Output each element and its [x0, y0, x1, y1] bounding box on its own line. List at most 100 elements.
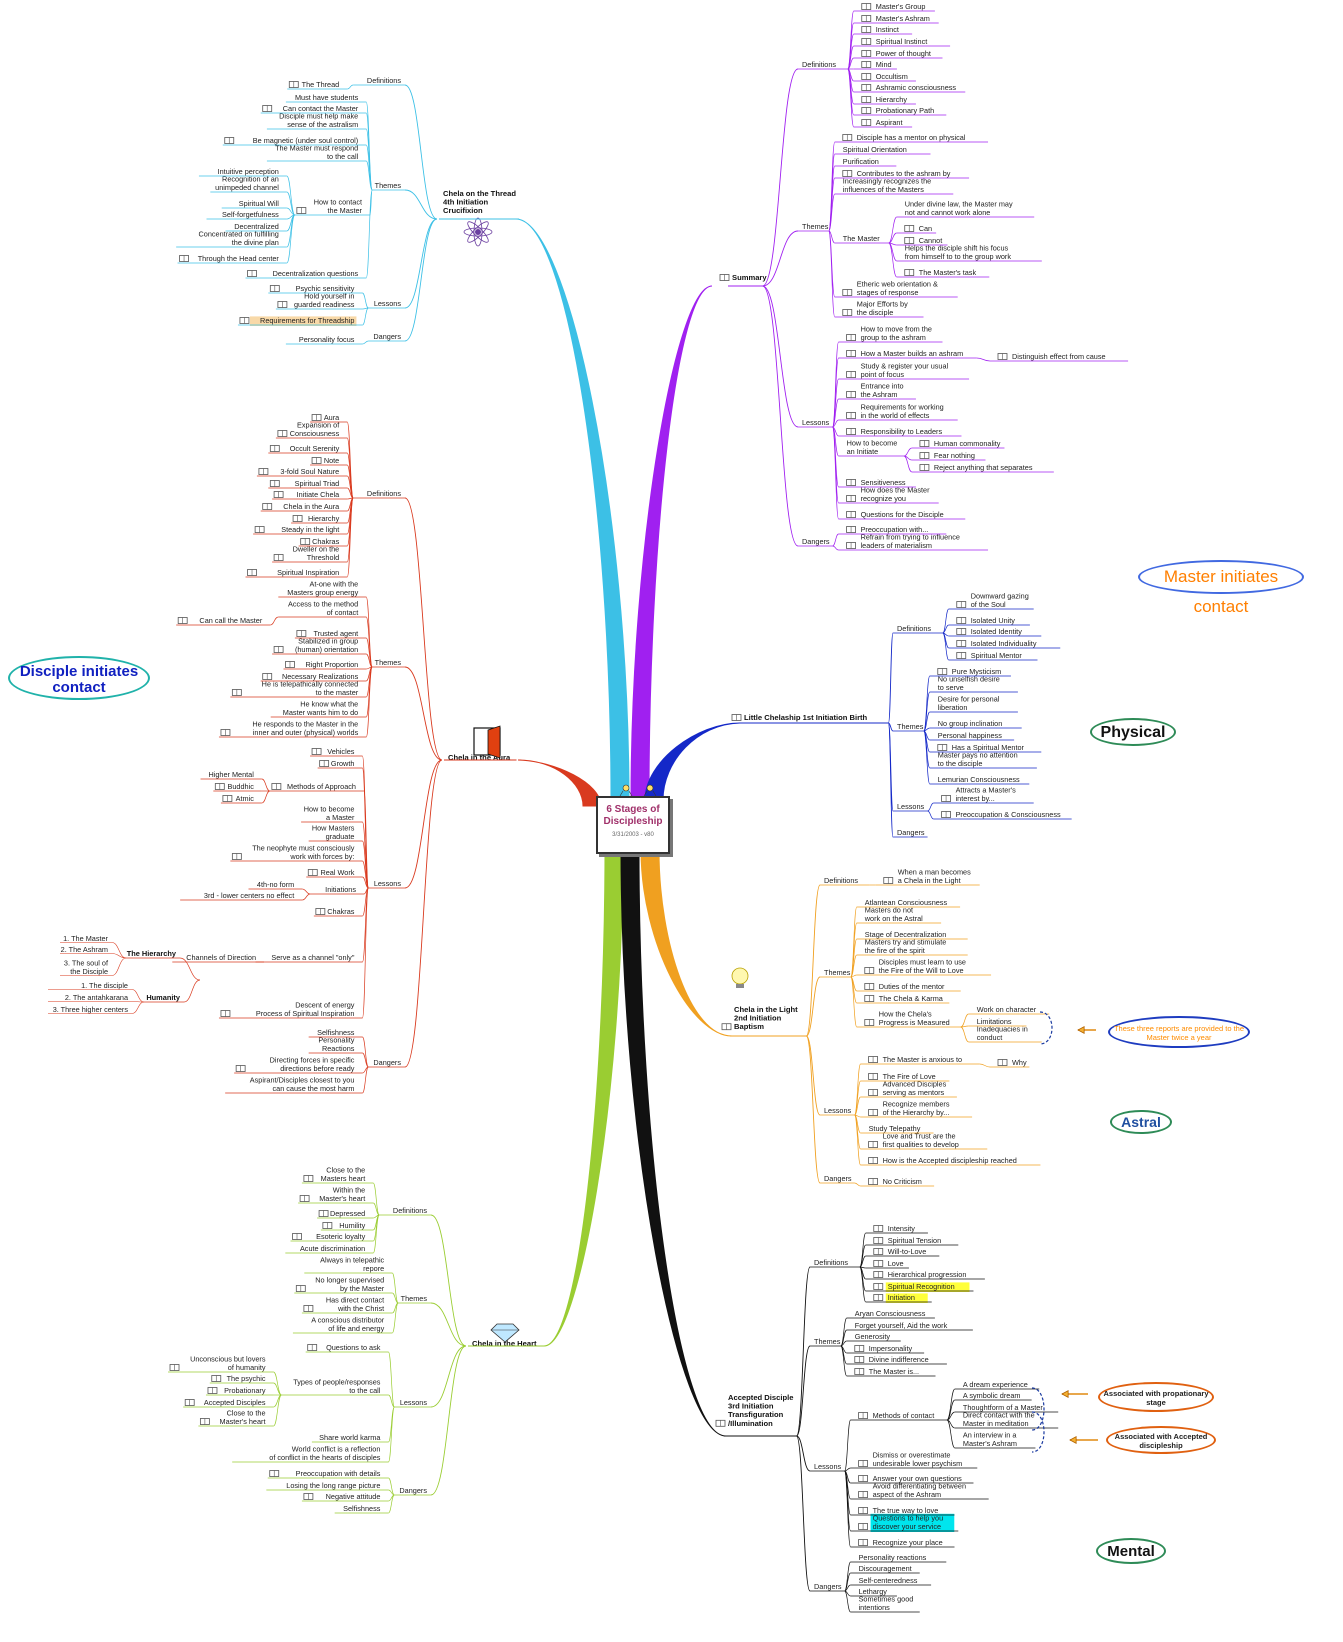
note-icon[interactable]: [861, 73, 872, 80]
topic-how-the-chela-s-progress-is-measured[interactable]: [856, 1019, 961, 1028]
note-icon[interactable]: [303, 1305, 314, 1312]
note-icon[interactable]: [842, 309, 853, 316]
note-icon[interactable]: [861, 96, 872, 103]
note-icon[interactable]: [861, 61, 872, 68]
topic-growth[interactable]: [317, 760, 363, 769]
topic-close-to-the-masters-heart[interactable]: [301, 1175, 374, 1184]
topic-duties-of-the-mentor[interactable]: [856, 983, 961, 992]
central-topic[interactable]: 6 Stages of Discipleship 3/31/2003 - v80: [596, 796, 670, 854]
note-icon[interactable]: [269, 445, 280, 452]
topic-avoid-differentiating-between-aspect-of-[interactable]: [850, 1491, 989, 1500]
note-icon[interactable]: [864, 995, 875, 1002]
topic-sensitiveness[interactable]: [838, 479, 916, 488]
topic-probationary[interactable]: [205, 1387, 274, 1396]
topic-negative-attitude[interactable]: [301, 1493, 389, 1502]
topic-esoteric-loyalty[interactable]: [290, 1233, 374, 1242]
note-icon[interactable]: [231, 853, 242, 860]
topic-major-efforts-by-the-disciple[interactable]: [834, 309, 924, 318]
note-icon[interactable]: [262, 673, 273, 680]
topic-initiate-chela[interactable]: [272, 491, 348, 500]
topic-depressed[interactable]: [317, 1210, 374, 1219]
note-icon[interactable]: [715, 1419, 726, 1427]
note-icon[interactable]: [861, 107, 872, 114]
note-icon[interactable]: [846, 495, 856, 502]
note-icon[interactable]: [861, 38, 872, 45]
note-icon[interactable]: [269, 1470, 280, 1477]
topic-reject-anything-that-separates[interactable]: [911, 464, 1054, 473]
topic-the-fire-of-love[interactable]: [860, 1073, 950, 1082]
topic-why[interactable]: [990, 1059, 1030, 1068]
note-icon[interactable]: [858, 1475, 868, 1482]
note-icon[interactable]: [846, 511, 856, 518]
topic-directing-forces-in-specific-directions-[interactable]: [234, 1065, 363, 1074]
note-icon[interactable]: [231, 689, 242, 696]
note-icon[interactable]: [846, 371, 856, 378]
note-icon[interactable]: [868, 1157, 878, 1164]
topic-answer-your-own-questions[interactable]: [850, 1475, 974, 1484]
note-icon[interactable]: [269, 285, 280, 292]
note-icon[interactable]: [846, 542, 856, 549]
topic-the-master-is-anxious-to[interactable]: [860, 1056, 980, 1065]
note-icon[interactable]: [296, 207, 307, 214]
topic-preoccupation-consciousness[interactable]: [933, 811, 1072, 820]
note-icon[interactable]: [868, 1109, 878, 1116]
note-icon[interactable]: [731, 714, 742, 721]
topic-recognize-members-of-the-hierarchy-by[interactable]: [860, 1109, 973, 1118]
note-icon[interactable]: [303, 1493, 314, 1500]
topic-intensity[interactable]: [865, 1225, 928, 1234]
topic-isolated-individuality[interactable]: [948, 640, 1061, 649]
note-icon[interactable]: [858, 1460, 868, 1467]
note-icon[interactable]: [719, 274, 730, 281]
note-icon[interactable]: [254, 526, 265, 533]
topic-vehicles[interactable]: [310, 748, 363, 757]
topic-refrain-from-trying-to-influence-leaders[interactable]: [838, 542, 989, 551]
topic-trusted-agent[interactable]: [294, 630, 367, 639]
topic-chakras[interactable]: [313, 908, 363, 917]
topic-isolated-identity[interactable]: [948, 628, 1042, 637]
note-icon[interactable]: [864, 1019, 875, 1026]
note-icon[interactable]: [956, 601, 967, 608]
topic-hierarchy[interactable]: [291, 515, 348, 524]
topic-mind[interactable]: [853, 61, 897, 70]
topic-probationary-path[interactable]: [853, 107, 947, 116]
note-icon[interactable]: [858, 1491, 868, 1498]
topic-spiritual-triad[interactable]: [268, 480, 348, 489]
topic-how-is-the-accepted-discipleship-reached[interactable]: [860, 1157, 1041, 1166]
topic-spiritual-instinct[interactable]: [853, 38, 951, 47]
branch-title-heart[interactable]: Chela in the Heart: [472, 1339, 537, 1348]
topic-3-fold-soul-nature[interactable]: [256, 468, 348, 477]
note-icon[interactable]: [873, 1271, 884, 1278]
topic-how-to-move-from-the-group-to-the-ashram[interactable]: [838, 334, 943, 343]
topic-hierarchy[interactable]: [853, 96, 916, 105]
note-icon[interactable]: [846, 350, 856, 357]
topic-downward-gazing-of-the-soul[interactable]: [948, 601, 1034, 610]
topic-the-master-is[interactable]: [846, 1368, 936, 1377]
topic-has-direct-contact-with-the-christ[interactable]: [301, 1305, 393, 1314]
note-icon[interactable]: [184, 1399, 195, 1406]
topic-atmic[interactable]: [220, 795, 262, 804]
topic-master-s-group[interactable]: [853, 3, 935, 12]
topic-the-thread[interactable]: [287, 81, 348, 90]
note-icon[interactable]: [211, 1375, 222, 1382]
note-icon[interactable]: [247, 569, 257, 576]
note-icon[interactable]: [861, 26, 872, 33]
branch-little[interactable]: Little Chelaship 1st Initiation BirthDef…: [731, 591, 1061, 838]
category-dangers[interactable]: Dangers: [888, 722, 928, 838]
topic-no-longer-supervised-by-the-master[interactable]: [294, 1285, 393, 1294]
note-icon[interactable]: [295, 1285, 306, 1292]
note-icon[interactable]: [873, 1283, 884, 1290]
topic-accepted-disciples[interactable]: [183, 1399, 274, 1408]
topic-dweller-on-the-threshold[interactable]: [272, 554, 348, 563]
